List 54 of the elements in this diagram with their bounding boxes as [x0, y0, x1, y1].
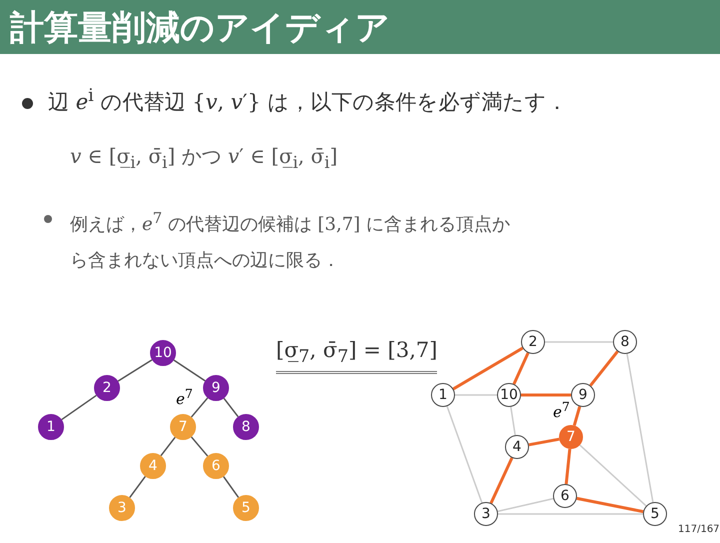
- vertex-circle: 8: [233, 414, 259, 440]
- vertex-circle: 1: [431, 383, 455, 407]
- formula: [σ̲$_{7}$, σ̄$_{7}$] = [3,7]: [276, 338, 438, 374]
- edge-line: [510, 406, 516, 436]
- edge-line: [190, 436, 208, 457]
- vertex-circle: 10: [497, 383, 521, 407]
- vertex-circle: 6: [553, 484, 577, 508]
- edge-line: [589, 350, 619, 387]
- vertex-circle: 10: [150, 340, 176, 366]
- edge-line: [564, 448, 572, 484]
- edge-line: [173, 360, 206, 382]
- vertex-circle: 7: [170, 414, 196, 440]
- edge-line: [452, 346, 524, 390]
- vertex-circle: 8: [613, 330, 637, 354]
- edge-line: [223, 398, 239, 418]
- vertex-circle: 9: [571, 383, 595, 407]
- slide-title: 計算量削減のアイディア: [10, 7, 390, 50]
- edge-line: [129, 476, 146, 498]
- edge-line: [579, 444, 647, 506]
- edge-line: [190, 397, 208, 418]
- bullet-text: 例えば，e$^{7}$ の代替辺の候補は [3,7] に含まれる頂点から含まれない頂点への辺に限る．: [70, 208, 512, 273]
- edge-line: [528, 438, 560, 446]
- edge-line: [512, 352, 530, 385]
- edge-line: [455, 394, 497, 396]
- vertex-circle: 4: [140, 453, 166, 479]
- vertex-circle: 9: [203, 375, 229, 401]
- vertex-circle: 3: [474, 502, 498, 526]
- bullet-text: v ∈ [σ̲$_{i}$, σ̄$_{i}$] かつ v′ ∈ [σ̲$_{i}$, σ̄$_{i}$]: [70, 143, 338, 172]
- bullet-text: 辺 e$^{i}$ の代替辺 {v, v′} は，以下の条件を必ず満たす．: [48, 86, 568, 116]
- vertex-circle: 5: [233, 495, 259, 521]
- vertex-circle: 6: [203, 453, 229, 479]
- vertex-circle: 2: [521, 330, 545, 354]
- edge-label: e$^{7}$: [175, 386, 194, 407]
- edge-line: [572, 406, 582, 426]
- edge-label: e$^{7}$: [552, 399, 571, 420]
- page-number: 117/167: [678, 524, 720, 535]
- edge-line: [521, 394, 571, 396]
- vertex-circle: 1: [38, 414, 64, 440]
- vertex-circle: 3: [109, 495, 135, 521]
- edge-line: [446, 406, 483, 503]
- edge-line: [498, 513, 643, 515]
- vertex-circle: 7: [559, 425, 583, 449]
- edge-line: [498, 498, 554, 512]
- edge-line: [490, 457, 514, 504]
- vertex-circle: 2: [94, 375, 120, 401]
- edge-line: [160, 436, 176, 456]
- edge-line: [118, 359, 152, 382]
- edge-line: [61, 394, 97, 420]
- vertex-circle: 4: [505, 435, 529, 459]
- edge-line: [222, 476, 240, 498]
- vertex-circle: 5: [643, 502, 667, 526]
- edge-line: [545, 341, 613, 343]
- edge-line: [576, 496, 644, 514]
- edge-line: [626, 354, 654, 502]
